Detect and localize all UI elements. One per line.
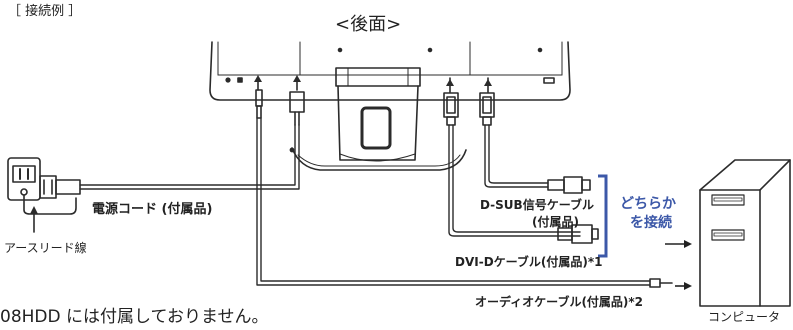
monitor-rear-panel bbox=[209, 41, 571, 101]
either-label-line1: どちらか bbox=[620, 196, 676, 212]
audio-plug-end bbox=[649, 278, 673, 288]
computer-label: コンピュータ bbox=[708, 310, 781, 324]
power-plug bbox=[39, 175, 81, 199]
computer-arrows bbox=[665, 240, 692, 290]
monitor-audio-power-plugs bbox=[254, 75, 305, 126]
earth-lead-arrow bbox=[30, 206, 38, 233]
earth-lead-label: アースリード線 bbox=[4, 241, 87, 255]
footnote: 08HDD には付属しておりません。 bbox=[0, 307, 269, 327]
dvi-plug-end bbox=[557, 224, 599, 244]
power-cord-label: 電源コード (付属品) bbox=[92, 202, 213, 217]
dvi-cable-label: DVI-Dケーブル(付属品)*1 bbox=[455, 255, 603, 269]
dsub-cable-label-line2: (付属品) bbox=[532, 215, 579, 229]
section-label: ［ 接続例 ］ bbox=[8, 4, 82, 19]
either-bracket bbox=[598, 174, 608, 258]
dsub-plug-end bbox=[547, 176, 591, 194]
monitor-video-plugs bbox=[443, 77, 495, 126]
dsub-cable-label-line1: D-SUB信号ケーブル bbox=[480, 198, 594, 212]
computer-tower bbox=[699, 159, 791, 307]
monitor-stand bbox=[289, 67, 467, 171]
wall-outlet bbox=[7, 157, 77, 215]
audio-cable-label: オーディオケーブル(付属品)*2 bbox=[475, 295, 644, 309]
cable-lines bbox=[79, 117, 651, 286]
either-label-line2: を接続 bbox=[630, 215, 672, 231]
rear-view-title: <後面> bbox=[335, 14, 402, 35]
